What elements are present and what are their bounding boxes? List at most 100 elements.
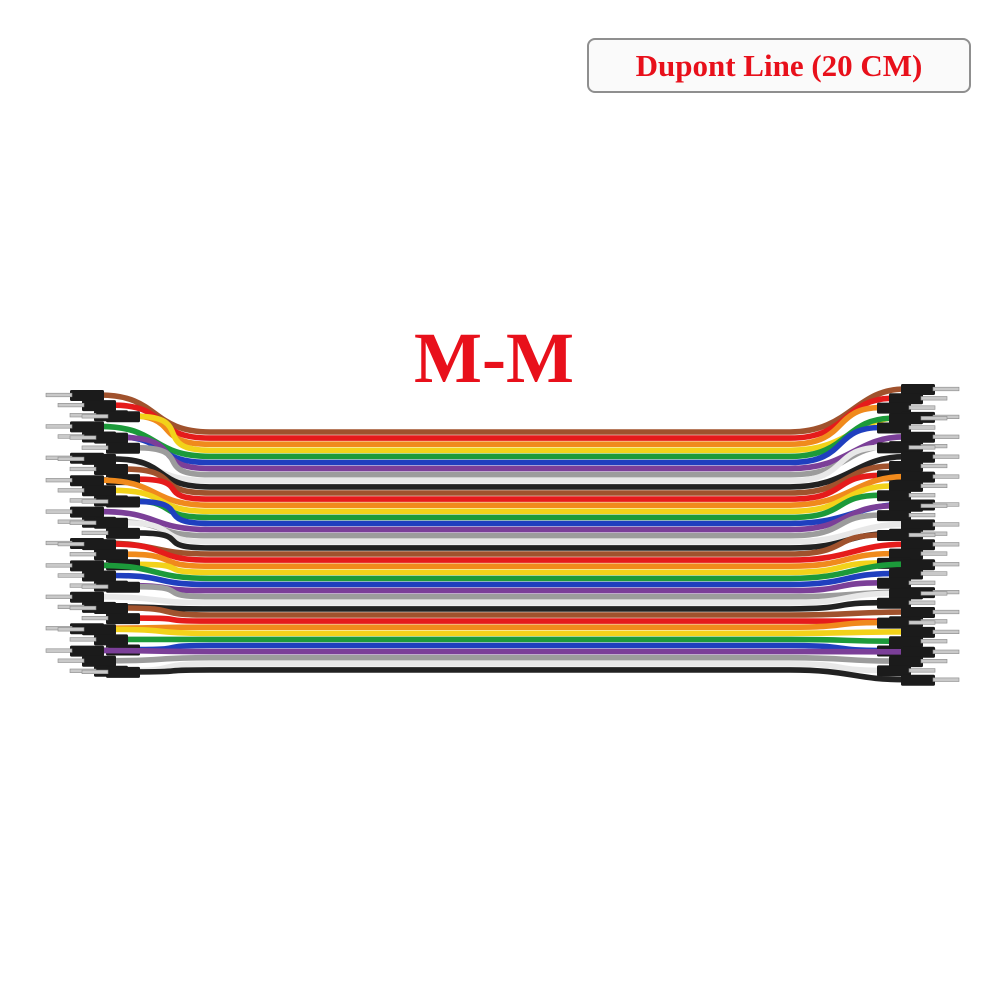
wire: [133, 615, 896, 625]
connector-pin: [69, 520, 97, 525]
connector-pin: [81, 584, 109, 589]
wire: [109, 654, 896, 664]
connector-housing: [877, 442, 911, 454]
connector-housing: [70, 475, 104, 487]
wire: [109, 483, 896, 515]
connector-pin: [920, 658, 948, 664]
connector-housing: [106, 411, 140, 423]
connector-housing: [106, 496, 140, 508]
connector-pin: [920, 591, 948, 596]
connector-housing: [889, 548, 923, 560]
connector-housing: [106, 442, 140, 454]
connector-housing: [82, 400, 116, 412]
wire: [97, 647, 908, 655]
connector-housing: [82, 655, 116, 667]
wire: [109, 395, 896, 441]
connector-housing: [889, 588, 923, 600]
wire: [97, 473, 908, 508]
connector-pin: [920, 483, 948, 489]
connector-housing: [877, 617, 911, 629]
connector-housing: [106, 527, 140, 539]
connector-housing: [889, 568, 923, 580]
connector-pin: [908, 600, 936, 605]
connector-pin: [69, 435, 97, 440]
connector-pin: [932, 386, 960, 392]
wire: [121, 636, 896, 644]
connector-pin: [920, 463, 948, 469]
wire: [109, 626, 908, 637]
wire: [133, 472, 884, 502]
connector-housing: [94, 432, 128, 444]
connector-housing: [877, 510, 911, 522]
connector-pin: [45, 478, 73, 483]
connector-pin: [45, 424, 73, 429]
connector-housing: [889, 480, 923, 492]
connector-pin: [932, 474, 960, 479]
connector-housing: [877, 665, 911, 677]
wire: [97, 386, 908, 435]
wire: [121, 463, 896, 496]
connector-housing: [106, 581, 140, 593]
connector-housing: [70, 591, 104, 603]
connector-pin: [920, 416, 948, 421]
connector-pin: [69, 605, 97, 611]
connector-pin: [908, 580, 936, 585]
connector-pin: [57, 658, 85, 663]
connector-pin: [57, 627, 85, 632]
connector-pin: [932, 562, 960, 567]
connector-housing: [82, 539, 116, 551]
connector-pin: [57, 456, 85, 462]
wire: [121, 605, 908, 618]
wire: [97, 590, 896, 606]
connector-pin: [920, 503, 948, 508]
connector-housing: [94, 464, 128, 475]
connector-pin: [81, 530, 109, 535]
connector-housing: [889, 656, 923, 668]
connector-pin: [932, 542, 960, 547]
wire: [97, 561, 908, 582]
connector-pin: [908, 425, 936, 430]
connector-housing: [901, 431, 935, 443]
connector-housing: [889, 636, 923, 648]
connector-pin: [932, 434, 960, 439]
connector-pin: [932, 454, 960, 459]
wire: [109, 570, 896, 588]
wire: [97, 503, 896, 533]
connector-pin: [57, 573, 85, 578]
connector-pin: [908, 445, 936, 450]
connector-housing: [901, 451, 935, 463]
connector-housing: [901, 626, 935, 638]
connector-pin: [57, 488, 85, 493]
connector-housing: [94, 634, 128, 646]
connector-pin: [69, 466, 97, 472]
wire: [133, 667, 908, 683]
connector-housing: [82, 453, 116, 465]
connector-pin: [45, 594, 73, 599]
connector-housing: [70, 421, 104, 433]
connector-housing: [889, 461, 923, 472]
connector-pin: [932, 649, 960, 654]
connector-pin: [45, 648, 73, 653]
connector-housing: [901, 607, 935, 618]
wire: [121, 550, 896, 569]
connector-housing: [82, 624, 116, 636]
connector-housing: [94, 517, 128, 529]
connector-housing: [70, 506, 104, 518]
connector-housing: [889, 413, 923, 425]
connector-housing: [70, 560, 104, 572]
connector-pin: [81, 615, 109, 621]
connector-pin: [45, 392, 73, 398]
connector-pin: [932, 677, 960, 682]
connector-pin: [932, 522, 960, 527]
connector-housing: [877, 422, 911, 434]
connector-pin: [81, 499, 109, 504]
connector-pin: [908, 512, 936, 518]
connector-pin: [908, 405, 936, 410]
connector-pin: [908, 668, 936, 673]
connector-pin: [908, 532, 936, 538]
connector-housing: [901, 384, 935, 395]
connector-housing: [901, 559, 935, 571]
connector-housing: [877, 402, 911, 414]
wire: [109, 541, 908, 563]
